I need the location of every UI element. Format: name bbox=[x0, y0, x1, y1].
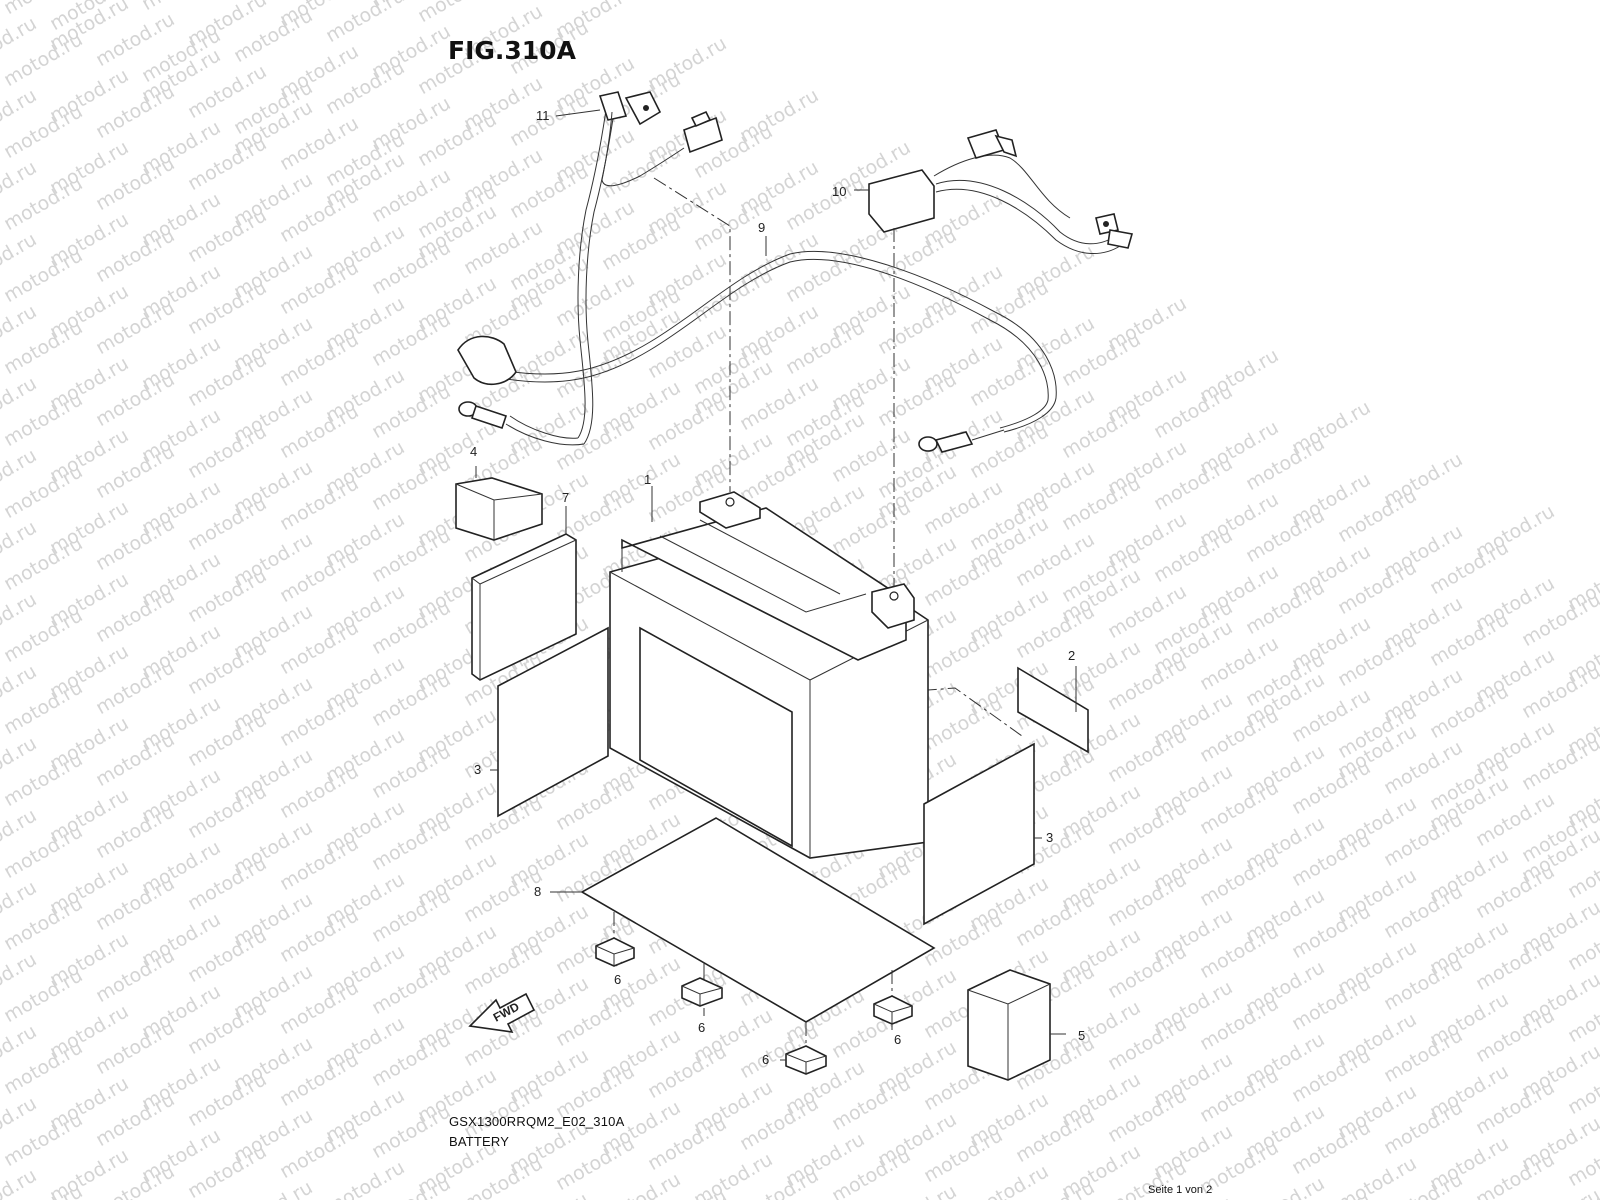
callout-11-lead-wire: 11 bbox=[536, 108, 550, 123]
callout-5-block-lower: 5 bbox=[1078, 1028, 1085, 1043]
dash-line bbox=[613, 912, 893, 1046]
callout-7-case: 7 bbox=[562, 490, 569, 505]
block-4 bbox=[455, 477, 543, 541]
pad-6 bbox=[681, 977, 723, 1007]
callout-4-block: 4 bbox=[470, 444, 477, 459]
callout-6-pad: 6 bbox=[614, 972, 621, 987]
model-code: GSX1300RRQM2_E02_310A bbox=[449, 1114, 625, 1129]
cable-10 bbox=[868, 129, 1134, 255]
pad-6 bbox=[873, 995, 913, 1025]
section-name: BATTERY bbox=[449, 1134, 510, 1149]
callout-2-label: 2 bbox=[1068, 648, 1075, 663]
plate-8 bbox=[580, 817, 936, 1023]
callout-9-lead-wire: 9 bbox=[758, 220, 765, 235]
label-2 bbox=[1017, 666, 1089, 754]
cushion-3-right bbox=[923, 742, 1035, 926]
dash-line bbox=[653, 177, 731, 492]
callout-3-cushion-right: 3 bbox=[1046, 830, 1053, 845]
callout-10-cover: 10 bbox=[832, 184, 846, 199]
callout-6-pad: 6 bbox=[894, 1032, 901, 1047]
callout-3-cushion-left: 3 bbox=[474, 762, 481, 777]
pad-6 bbox=[595, 937, 635, 967]
callout-labels: 1 2 3 3 4 5 6 6 6 6 7 8 9 10 11 bbox=[470, 108, 1085, 1067]
pad-6 bbox=[785, 1045, 827, 1075]
callout-6-pad: 6 bbox=[698, 1020, 705, 1035]
callout-1-battery: 1 bbox=[644, 472, 651, 487]
callout-6-pad: 6 bbox=[762, 1052, 769, 1067]
callout-8-plate: 8 bbox=[534, 884, 541, 899]
leader-lines bbox=[475, 109, 1077, 1061]
page-indicator: Seite 1 von 2 bbox=[1148, 1184, 1213, 1196]
cushion-3-left bbox=[497, 626, 609, 818]
block-5 bbox=[967, 969, 1051, 1081]
lead-wire-11 bbox=[458, 91, 723, 446]
battery bbox=[609, 491, 929, 859]
figure-title: FIG.310A bbox=[448, 36, 576, 65]
fwd-arrow-icon: FWD bbox=[468, 992, 536, 1034]
lead-wire-9 bbox=[457, 250, 1057, 453]
